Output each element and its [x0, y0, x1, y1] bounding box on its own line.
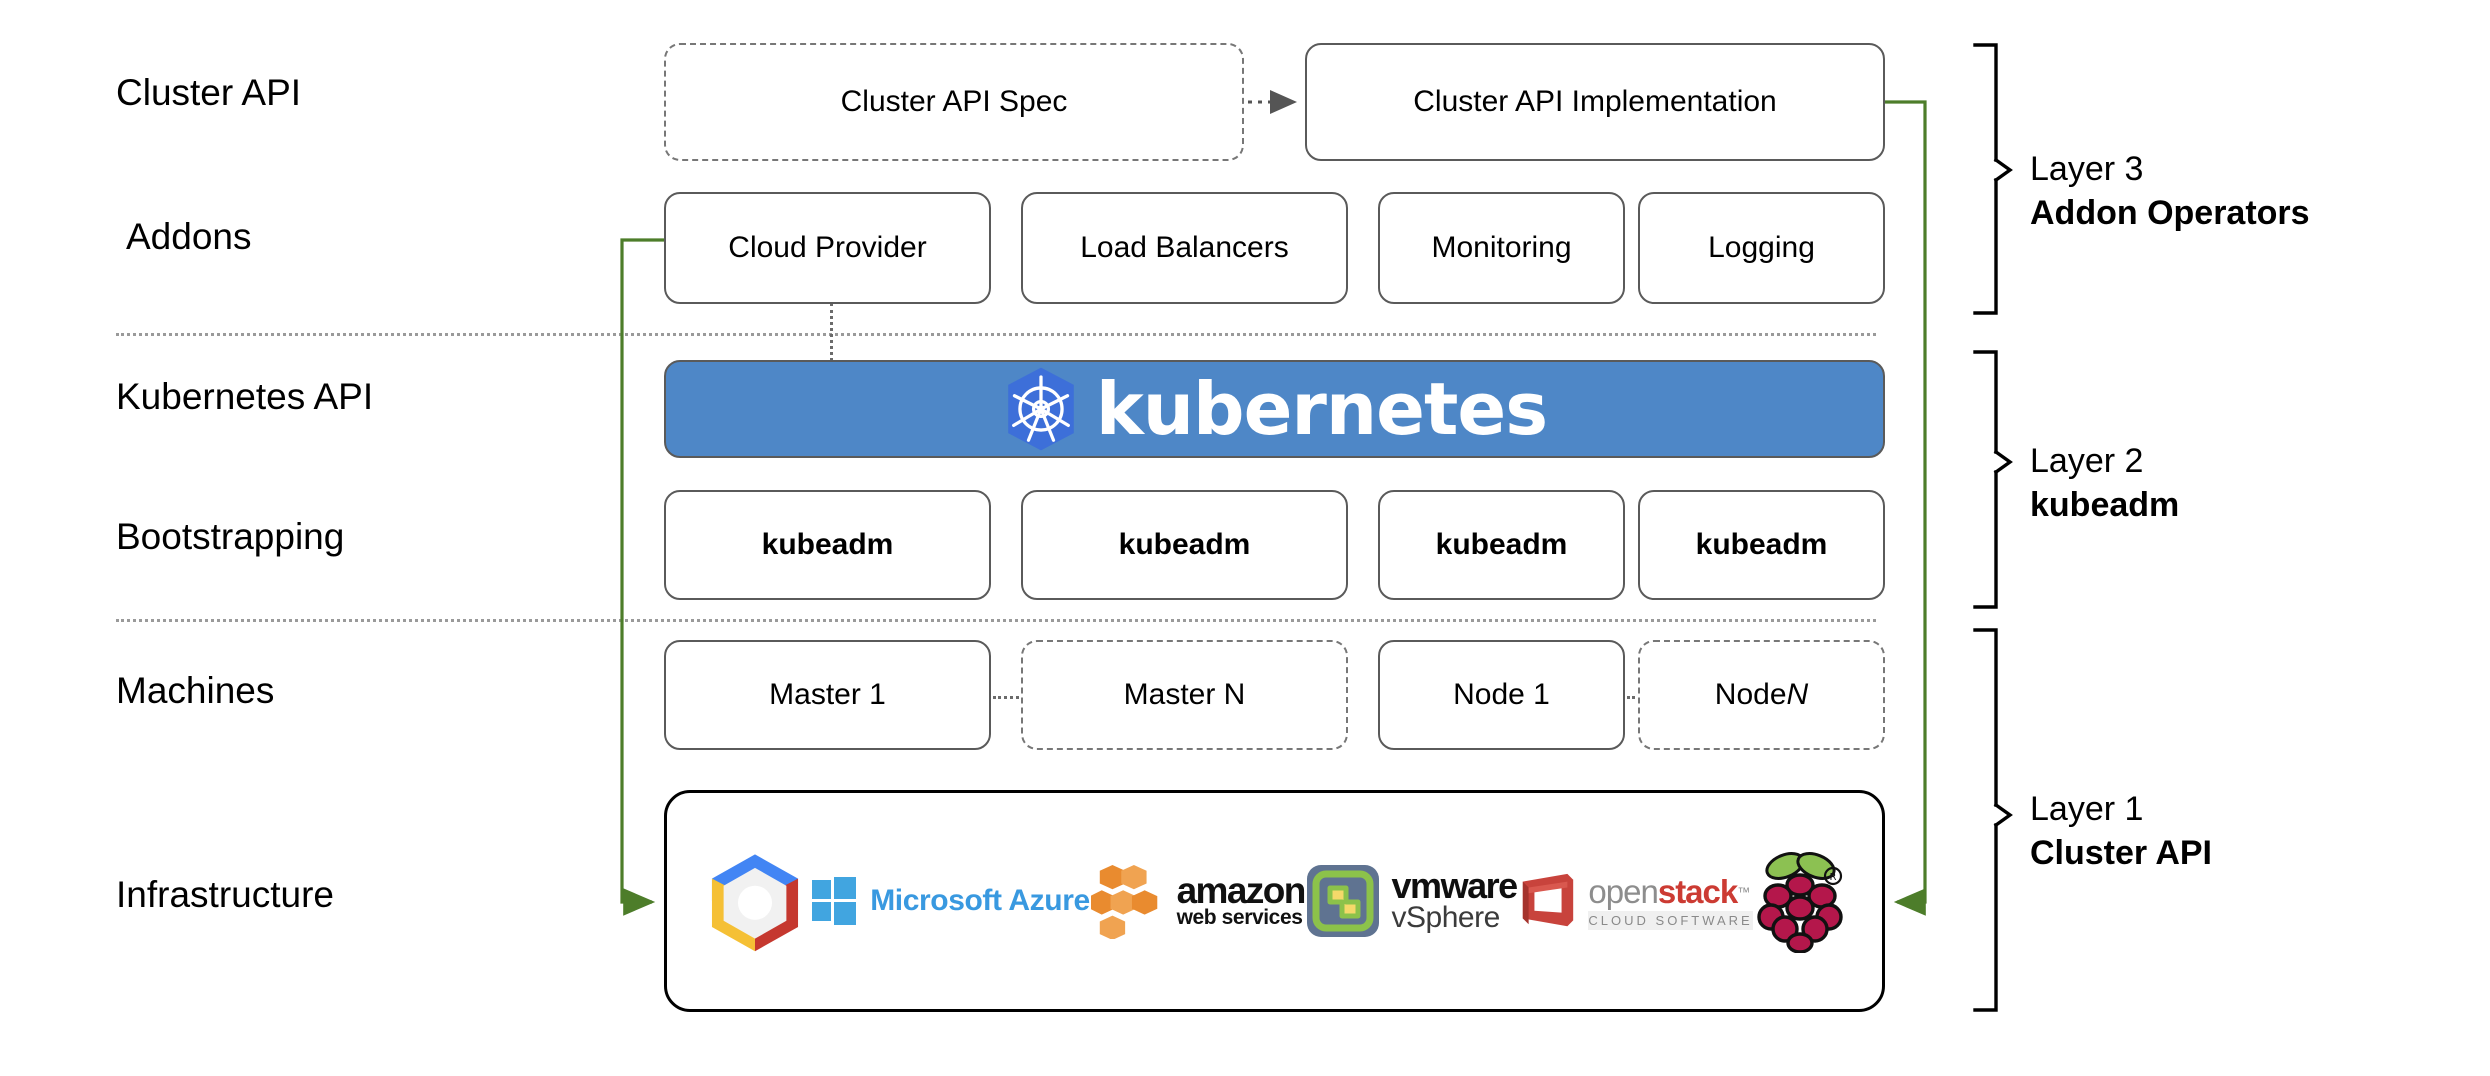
row-label-addons: Addons	[126, 216, 252, 257]
row-label-machines: Machines	[116, 670, 275, 711]
box-master-n[interactable]: Master N	[1021, 640, 1348, 750]
raspberry-pi-logo: R	[1754, 849, 1848, 953]
openstack-logo: openstack™ CLOUD SOFTWARE	[1517, 870, 1753, 932]
openstack-tagline: CLOUD SOFTWARE	[1588, 910, 1753, 930]
kubernetes-banner: kubernetes	[664, 360, 1885, 458]
microsoft-azure-logo: Microsoft Azure	[810, 877, 1090, 925]
layer-label-1: Layer 1 Cluster API	[2030, 788, 2212, 875]
box-node-1[interactable]: Node 1	[1378, 640, 1625, 750]
aws-amazon-text: amazon	[1176, 869, 1307, 911]
box-addon-cloud-provider[interactable]: Cloud Provider	[664, 192, 991, 304]
openstack-open-text: open	[1588, 872, 1658, 910]
vmware-wordmark: vmware	[1391, 864, 1519, 906]
box-master-1[interactable]: Master 1	[664, 640, 991, 750]
connector-master-ellipsis	[993, 696, 1019, 699]
amazon-web-services-logo: amazon web services	[1090, 863, 1307, 939]
microsoft-azure-wordmark: Microsoft Azure	[870, 884, 1090, 917]
box-kubeadm-4[interactable]: kubeadm	[1638, 490, 1885, 600]
kubernetes-helm-icon	[1002, 366, 1080, 452]
row-label-cluster-api: Cluster API	[116, 72, 302, 113]
box-node-n-emphasis: N	[1786, 678, 1809, 711]
box-cluster-api-spec[interactable]: Cluster API Spec	[664, 43, 1244, 161]
vmware-vsphere-logo: vmware vSphere	[1306, 864, 1519, 938]
row-label-kubernetes-api: Kubernetes API	[116, 376, 374, 417]
divider-layer2-layer1	[116, 619, 1876, 622]
box-node-n-label: Node	[1714, 678, 1787, 711]
layer-2-name: kubeadm	[2030, 485, 2180, 524]
bracket-layer-3	[1973, 43, 2013, 315]
layer-label-3: Layer 3 Addon Operators	[2030, 148, 2310, 235]
layer-1-number: Layer 1	[2030, 790, 2144, 828]
connector-cloud-provider-to-kubernetes	[830, 303, 833, 361]
svg-text:R: R	[1829, 872, 1836, 883]
kubernetes-wordmark: kubernetes	[1095, 367, 1548, 451]
layer-3-number: Layer 3	[2030, 150, 2144, 188]
box-node-n[interactable]: Node N	[1638, 640, 1885, 750]
box-kubeadm-2[interactable]: kubeadm	[1021, 490, 1348, 600]
divider-layer3-layer2	[116, 333, 1876, 336]
layer-label-2: Layer 2 kubeadm	[2030, 440, 2179, 527]
box-kubeadm-3[interactable]: kubeadm	[1378, 490, 1625, 600]
bracket-layer-2	[1973, 350, 2013, 609]
openstack-stack-text: stack	[1657, 872, 1738, 910]
box-addon-monitoring[interactable]: Monitoring	[1378, 192, 1625, 304]
layer-2-number: Layer 2	[2030, 442, 2144, 480]
bracket-layer-1	[1973, 628, 2013, 1012]
row-label-bootstrapping: Bootstrapping	[116, 516, 345, 557]
layer-1-name: Cluster API	[2030, 833, 2213, 872]
box-addon-load-balancers[interactable]: Load Balancers	[1021, 192, 1348, 304]
connector-implementation-to-infrastructure	[1885, 100, 1927, 916]
aws-webservices-text: web services	[1176, 906, 1303, 930]
box-cluster-api-implementation[interactable]: Cluster API Implementation	[1305, 43, 1885, 161]
openstack-tm-mark: ™	[1737, 884, 1751, 900]
infrastructure-panel: Microsoft Azure amazon web services	[664, 790, 1885, 1012]
box-kubeadm-1[interactable]: kubeadm	[664, 490, 991, 600]
vsphere-wordmark: vSphere	[1391, 901, 1501, 935]
connector-cloud-provider-to-infrastructure	[620, 238, 664, 916]
box-addon-logging[interactable]: Logging	[1638, 192, 1885, 304]
layer-3-name: Addon Operators	[2030, 193, 2310, 232]
google-cloud-platform-logo	[701, 849, 809, 953]
row-label-infrastructure: Infrastructure	[116, 874, 334, 915]
